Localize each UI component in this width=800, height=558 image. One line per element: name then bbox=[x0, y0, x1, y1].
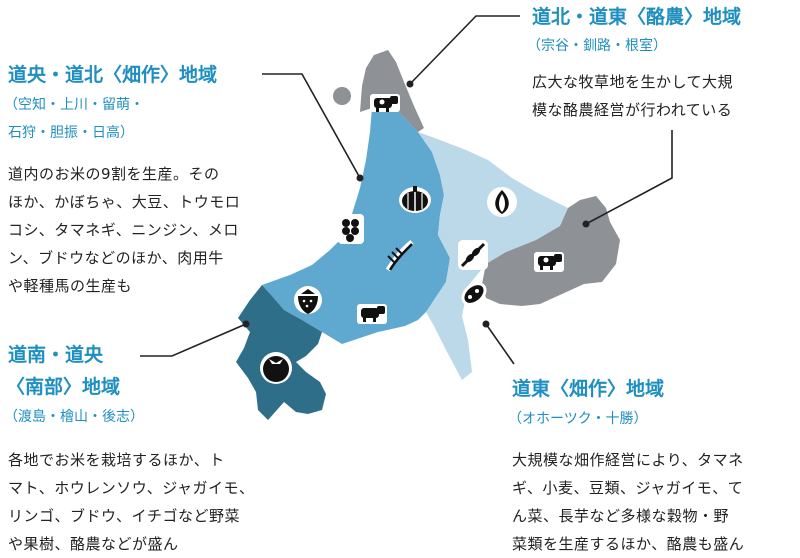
desc-line: コシ、タマネギ、ニンジン、メロ bbox=[8, 221, 239, 239]
desc-line: 大規模な畑作経営により、タマネ bbox=[512, 451, 744, 469]
region-title-east: 道東〈畑作〉地域 bbox=[512, 378, 665, 400]
leader-line-east bbox=[485, 323, 515, 365]
region-sub-central-2: 石狩・胆振・日高） bbox=[8, 125, 134, 141]
pumpkin-icon bbox=[399, 186, 431, 213]
leader-line-south bbox=[140, 323, 247, 357]
rice-icon bbox=[385, 240, 414, 272]
desc-line: ん菜、長芋など多様な穀物・野 bbox=[512, 507, 730, 525]
region-south-shape bbox=[236, 285, 326, 420]
leader-lines bbox=[140, 15, 673, 365]
leader-line-north-east bbox=[409, 15, 520, 85]
desc-line: ギ、小麦、豆類、ジャガイモ、て bbox=[512, 479, 744, 497]
leader-dots bbox=[242, 80, 590, 328]
region-sub-east: （オホーツク・十勝） bbox=[508, 411, 648, 427]
desc-line: 広大な牧草地を生かして大規 bbox=[532, 73, 734, 91]
desc-line: 模な酪農経営が行われている bbox=[532, 101, 733, 119]
region-sub-south: （渡島・檜山・後志） bbox=[4, 409, 144, 425]
desc-line: や果樹、酪農などが盛ん bbox=[8, 535, 179, 553]
desc-line: リンゴ、ブドウ、イチゴなど野菜 bbox=[8, 507, 241, 525]
cow-icon-central bbox=[357, 304, 387, 324]
region-title-central: 道央・道北〈畑作〉地域 bbox=[8, 64, 218, 86]
grape-icon bbox=[338, 214, 364, 244]
cow-icon bbox=[370, 94, 400, 112]
region-east-shape bbox=[418, 132, 568, 380]
desc-line: や軽種馬の生産も bbox=[8, 277, 133, 295]
onion-icon bbox=[487, 187, 517, 217]
leader-line-central bbox=[262, 73, 361, 179]
region-title-north-east: 道北・道東〈酪農〉地域 bbox=[532, 6, 742, 28]
region-desc-east: 大規模な畑作経営により、タマネ ギ、小麦、豆類、ジャガイモ、て ん菜、長芋など多… bbox=[512, 446, 796, 558]
desc-line: 各地でお米を栽培するほか、ト bbox=[8, 451, 225, 469]
leader-line-east-dairy bbox=[585, 130, 673, 225]
strawberry-icon bbox=[294, 286, 322, 314]
rishiri-island bbox=[333, 87, 351, 105]
desc-line: 菜類を生産するほか、酪農も盛ん bbox=[512, 535, 745, 553]
region-title-south-2: 〈南部〉地域 bbox=[6, 376, 121, 398]
region-desc-south: 各地でお米を栽培するほか、ト マト、ホウレンソウ、ジャガイモ、 リンゴ、ブドウ、… bbox=[8, 446, 278, 558]
region-dairy-north-shape bbox=[360, 50, 424, 132]
desc-line: ほか、かぼちゃ、大豆、トウモロ bbox=[8, 193, 241, 211]
desc-line: 道内のお米の9割を生産。その bbox=[8, 165, 220, 183]
region-desc-north-east: 広大な牧草地を生かして大規 模な酪農経営が行われている bbox=[532, 68, 798, 124]
region-desc-central: 道内のお米の9割を生産。その ほか、かぼちゃ、大豆、トウモロ コシ、タマネギ、ニ… bbox=[8, 160, 278, 300]
desc-line: マト、ホウレンソウ、ジャガイモ、 bbox=[8, 479, 255, 497]
region-title-south-1: 道南・道央 bbox=[8, 344, 104, 366]
tomato-icon bbox=[260, 352, 292, 384]
cow-icon-east bbox=[534, 252, 564, 272]
region-sub-central-1: （空知・上川・留萌・ bbox=[4, 97, 144, 113]
bean-icon bbox=[461, 282, 487, 306]
region-sub-north-east: （宗谷・釧路・根室） bbox=[527, 38, 667, 54]
desc-line: ン、ブドウなどのほか、肉用牛 bbox=[8, 249, 224, 267]
wheat-icon bbox=[458, 240, 488, 270]
